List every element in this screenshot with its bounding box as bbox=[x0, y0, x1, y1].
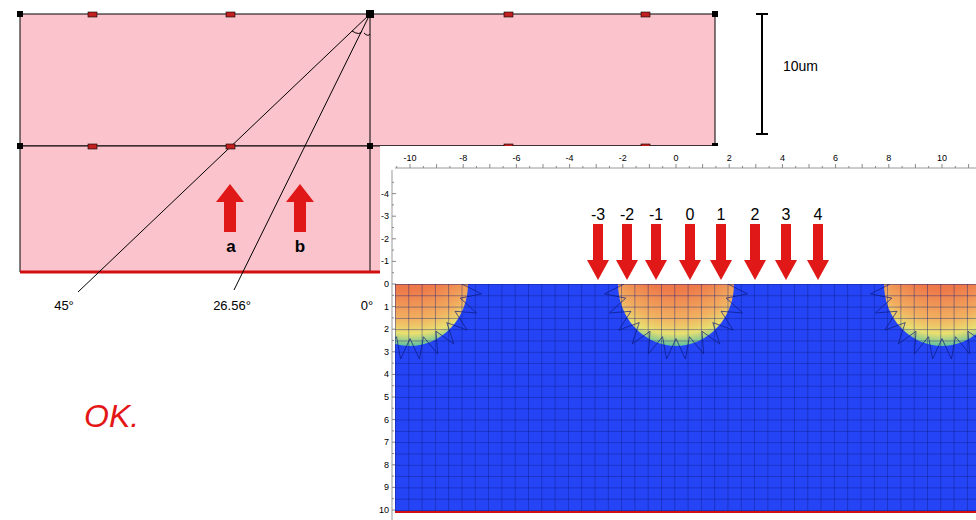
angle-arc bbox=[352, 31, 370, 35]
axis-tick-label: 8 bbox=[886, 154, 891, 163]
axis-tick-label: 10 bbox=[937, 154, 947, 163]
axis-tick-label: 7 bbox=[384, 438, 389, 447]
axis-tick-label: -3 bbox=[381, 212, 389, 221]
axis-tick-label: 0 bbox=[673, 154, 678, 163]
callout-number: 0 bbox=[686, 207, 695, 223]
axis-tick-label: -8 bbox=[459, 154, 467, 163]
arrow-b bbox=[286, 184, 314, 232]
inset-background bbox=[380, 146, 976, 520]
axis-tick-label: -4 bbox=[566, 154, 574, 163]
upper-layer bbox=[20, 14, 715, 146]
axis-tick-label: -1 bbox=[381, 257, 389, 266]
callout-number: -2 bbox=[620, 207, 634, 223]
angle-label: 0° bbox=[361, 299, 373, 312]
angle-label: 26.56° bbox=[213, 299, 251, 312]
axis-tick-label: 0 bbox=[384, 280, 389, 289]
axis-tick-label: -10 bbox=[403, 154, 416, 163]
callout-number: -3 bbox=[591, 207, 605, 223]
axis-tick-label: 3 bbox=[384, 347, 389, 356]
axis-tick-label: 5 bbox=[384, 393, 389, 402]
axis-tick-label: 9 bbox=[384, 483, 389, 492]
angle-line-45 bbox=[78, 14, 370, 292]
scale-label: 10um bbox=[783, 59, 818, 73]
axis-tick-label: -2 bbox=[381, 234, 389, 243]
angle-label: 45° bbox=[54, 299, 74, 312]
bottom-electrode bbox=[20, 271, 380, 274]
axis-tick-label: 6 bbox=[833, 154, 838, 163]
axis-tick-label: 2 bbox=[727, 154, 732, 163]
callout-number: -1 bbox=[649, 207, 663, 223]
axis-tick-label: -2 bbox=[619, 154, 627, 163]
lower-layer bbox=[20, 146, 380, 272]
axis-tick-label: 4 bbox=[384, 370, 389, 379]
edge-nodes bbox=[88, 12, 650, 149]
axis-tick-label: 2 bbox=[384, 325, 389, 334]
axis-tick-label: -6 bbox=[512, 154, 520, 163]
callout-number: 3 bbox=[782, 207, 791, 223]
corner-nodes bbox=[17, 10, 718, 149]
scale-bar bbox=[756, 14, 768, 134]
status-note: OK. bbox=[84, 400, 139, 432]
axis-tick-label: 8 bbox=[384, 460, 389, 469]
angle-line-26 bbox=[234, 14, 370, 290]
substrate-mesh bbox=[395, 284, 976, 512]
callout-number: 4 bbox=[814, 207, 823, 223]
callout-number: 1 bbox=[717, 207, 726, 223]
callout-number: 2 bbox=[751, 207, 760, 223]
axis-tick-label: 6 bbox=[384, 415, 389, 424]
probe-arrows bbox=[587, 224, 829, 280]
arrow-letter: a bbox=[226, 238, 235, 255]
axis-tick-label: 4 bbox=[780, 154, 785, 163]
arrow-a bbox=[216, 184, 244, 232]
axis-tick-label: 1 bbox=[384, 302, 389, 311]
arrow-letter: b bbox=[295, 238, 305, 255]
axis-tick-label: -4 bbox=[381, 189, 389, 198]
axis-tick-label: 10 bbox=[379, 506, 389, 515]
